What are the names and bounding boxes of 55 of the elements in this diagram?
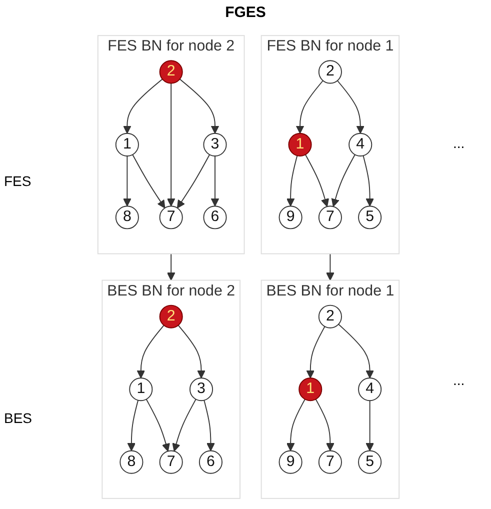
ellipsis-text: ...	[453, 134, 465, 150]
arrow	[127, 400, 139, 452]
node-circle: 7	[159, 450, 183, 474]
node-circle: 7	[159, 206, 183, 230]
arrow	[123, 156, 132, 206]
phase-label: BES	[4, 410, 32, 426]
arrow	[166, 253, 176, 281]
node-circle: 4	[358, 378, 382, 402]
arrow	[172, 398, 196, 452]
node-circle: 4	[348, 132, 372, 156]
node-circle: 5	[358, 206, 382, 230]
arrow	[304, 154, 330, 207]
arrow	[210, 156, 220, 206]
arrow	[315, 398, 334, 452]
arrow	[178, 324, 206, 378]
node-circle: 1	[288, 132, 312, 156]
arrow	[336, 80, 365, 134]
node-circle: 8	[115, 206, 139, 230]
arrow	[166, 82, 176, 206]
arrow	[179, 78, 220, 134]
ellipsis-text: ...	[453, 372, 465, 388]
arrow	[123, 78, 163, 134]
diagram-title: FGES	[224, 4, 267, 21]
node-circle: 6	[198, 450, 222, 474]
node-circle: 1	[298, 378, 322, 402]
arrow	[132, 154, 166, 208]
arrow	[331, 154, 356, 207]
node-circle: 1	[129, 378, 153, 402]
arrow	[362, 155, 374, 206]
node-circle: 2	[159, 304, 183, 328]
node-circle: 7	[318, 450, 342, 474]
arrow	[204, 400, 215, 452]
node-circle: 2	[318, 304, 342, 328]
node-circle: 2	[318, 60, 342, 84]
node-circle: 5	[358, 450, 382, 474]
arrow	[366, 400, 374, 452]
arrow	[296, 80, 324, 134]
node-circle: 7	[318, 206, 342, 230]
arrow	[286, 398, 306, 452]
node-circle: 2	[159, 60, 183, 84]
arrow	[338, 324, 374, 378]
phase-label: FES	[4, 172, 32, 188]
node-circle: 9	[278, 450, 302, 474]
node-circle: 8	[120, 450, 144, 474]
arrow	[146, 398, 170, 452]
arrow	[306, 326, 326, 378]
arrow	[136, 324, 164, 378]
node-circle: 1	[115, 132, 139, 156]
node-circle: 6	[203, 206, 227, 230]
node-circle: 3	[189, 378, 214, 402]
arrow	[176, 154, 210, 208]
node-circle: 3	[203, 132, 227, 156]
arrow	[286, 155, 298, 206]
arrow	[326, 253, 334, 281]
node-circle: 9	[278, 206, 302, 230]
